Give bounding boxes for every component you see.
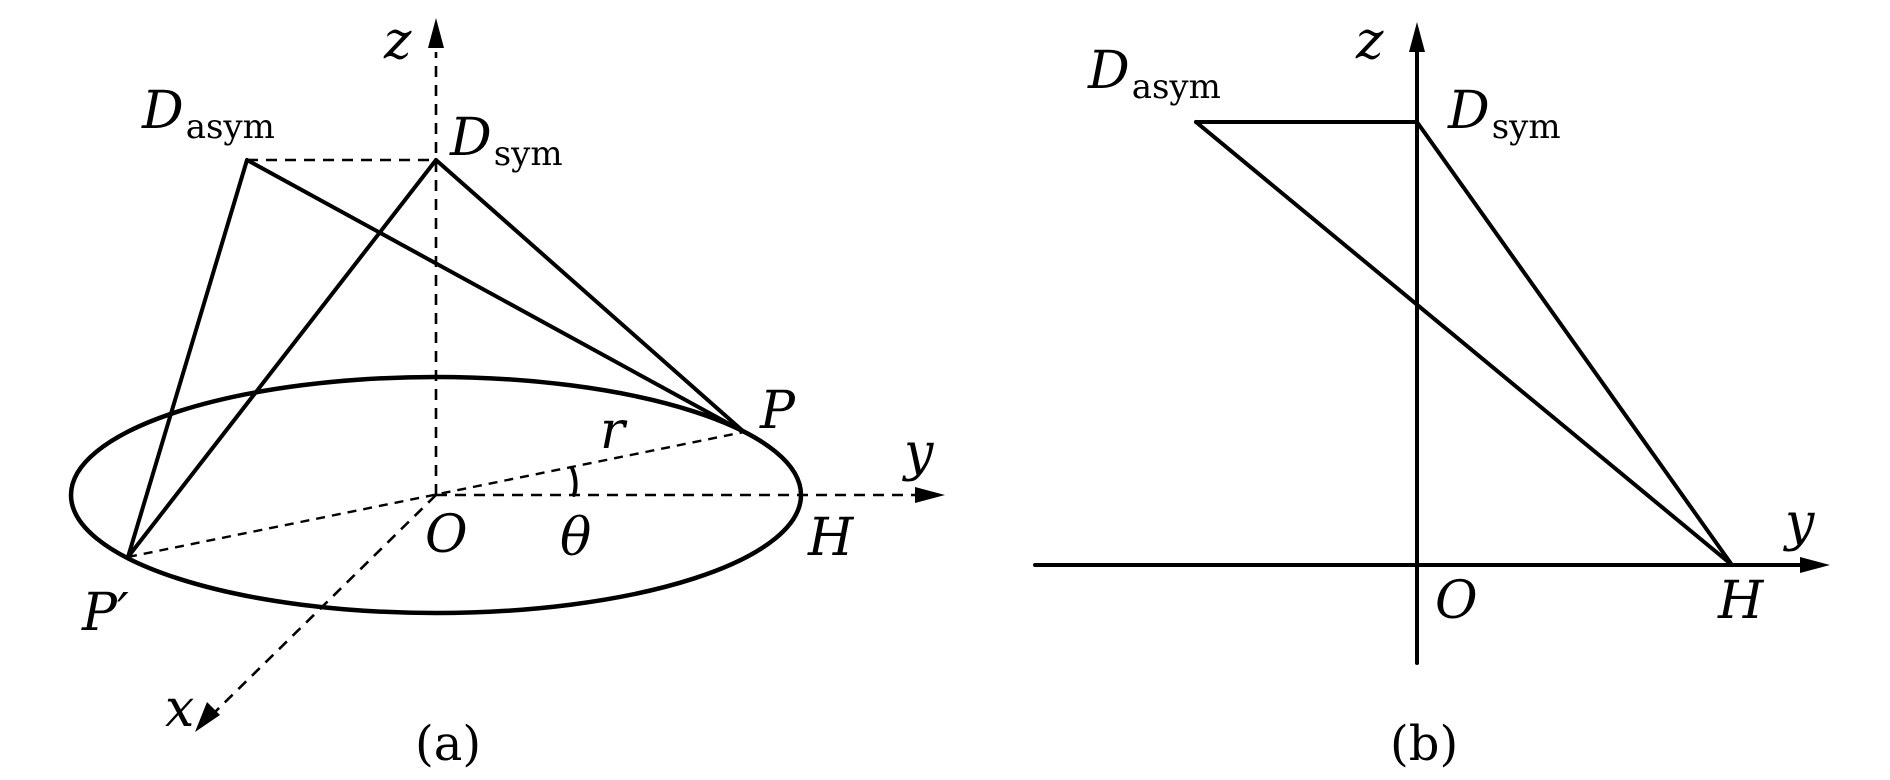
diameter-pprime-p (127, 430, 745, 559)
dasym-b-sub: asym (1132, 67, 1221, 107)
dsym-b-main: D (1447, 81, 1490, 141)
z-axis-a-arrowhead (428, 18, 444, 48)
dsym-b-sub: sym (1492, 107, 1561, 147)
pprime-label: P′ (81, 583, 129, 643)
dsym-a-main: D (449, 108, 492, 168)
dasym-p (245, 158, 746, 434)
dasym-b-label: Dasym (1087, 41, 1221, 107)
dasym-a-label: Dasym (141, 81, 275, 147)
x-axis-a-arrowhead (195, 702, 220, 732)
h-b-label: H (1717, 571, 1765, 631)
caption-a: (a) (415, 716, 481, 772)
panel-a: z y x Dasym Dsym P P′ O H r θ (a) (68, 11, 945, 772)
theta-label: θ (560, 508, 591, 568)
p-label: P (759, 381, 796, 441)
caption-b: (b) (1390, 716, 1458, 772)
o-b-label: O (1435, 571, 1478, 631)
y-axis-a-label: y (902, 423, 934, 483)
dasym-h-b (1194, 120, 1734, 567)
z-axis-b-label: z (1355, 11, 1384, 71)
x-axis-a (214, 494, 437, 713)
dasym-b-main: D (1087, 41, 1130, 101)
z-axis-a-label: z (383, 11, 412, 71)
y-axis-a-arrowhead (915, 487, 945, 503)
dsym-p (434, 158, 746, 434)
x-axis-a-label: x (165, 679, 194, 739)
dsym-pprime (126, 158, 438, 559)
z-axis-b-arrowhead (1409, 22, 1425, 52)
o-a-label: O (425, 505, 468, 565)
dsym-h-b (1415, 120, 1734, 567)
dasym-pprime (126, 158, 249, 559)
dsym-a-label: Dsym (449, 108, 563, 174)
panel-b: z y Dasym Dsym O H (b) (1033, 11, 1830, 772)
dasym-a-sub: asym (186, 107, 275, 147)
dsym-b-label: Dsym (1447, 81, 1561, 147)
h-a-label: H (807, 508, 855, 568)
dsym-a-sub: sym (494, 134, 563, 174)
theta-arc (570, 466, 578, 497)
dasym-a-main: D (141, 81, 184, 141)
r-label: r (600, 401, 628, 461)
y-axis-b-arrowhead (1800, 557, 1830, 573)
y-axis-b-label: y (1783, 493, 1815, 553)
